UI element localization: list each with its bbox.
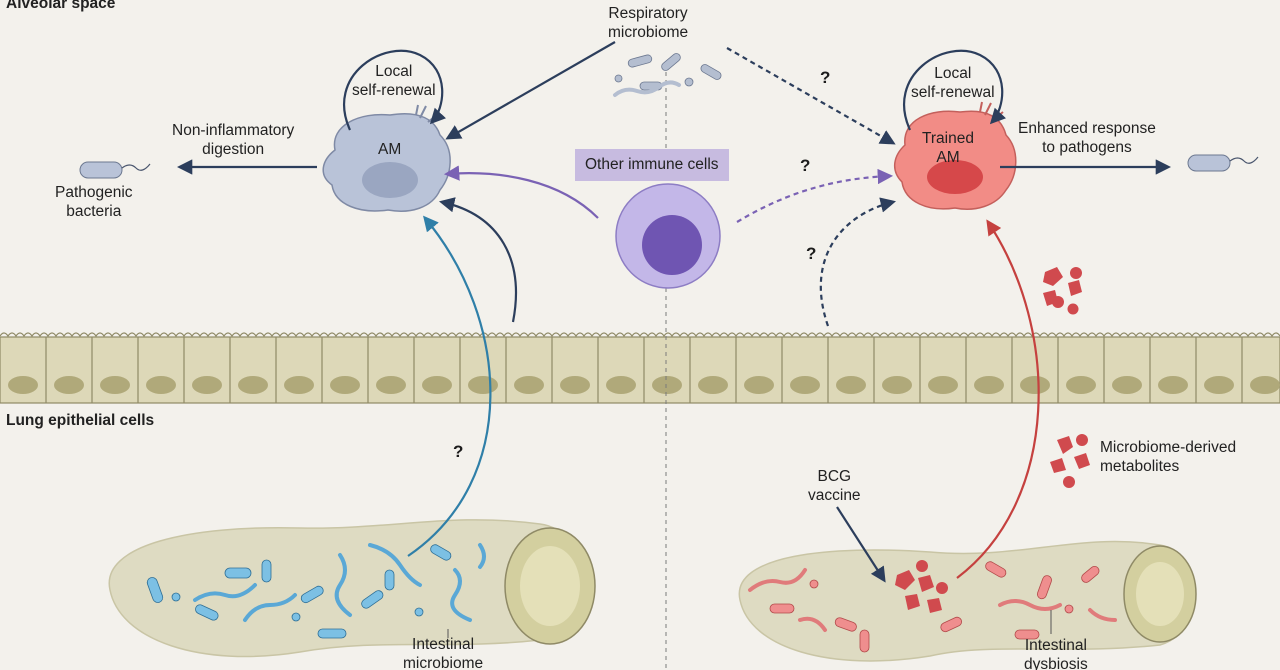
non-inflammatory-digestion-label: Non-inflammatory digestion xyxy=(172,122,295,158)
question-mark: ? xyxy=(806,244,817,263)
lymphocyte-icon xyxy=(615,183,721,289)
lung-epithelial-cells-label: Lung epithelial cells xyxy=(6,412,155,429)
intestinal-microbiome-label: Intestinal microbiome xyxy=(403,636,484,670)
filamentous-bacteria xyxy=(193,543,486,622)
lung-epithelium xyxy=(0,332,1280,404)
respiratory-bacteria xyxy=(614,53,722,91)
dysbiotic-bacteria xyxy=(769,561,1100,653)
intestine-icon-right xyxy=(738,540,1197,662)
metabolite-icon-cluster-lung xyxy=(1043,267,1082,315)
intestine-icon-left xyxy=(108,519,596,658)
respiratory-microbiome-label: Respiratory microbiome xyxy=(608,5,689,41)
respiratory-filament xyxy=(613,80,681,97)
arrows xyxy=(176,41,1172,583)
local-self-renewal-right-label: Local self-renewal xyxy=(911,65,995,101)
question-mark: ? xyxy=(820,68,831,87)
bacterium-icon-pathogen-right xyxy=(1187,154,1259,172)
bacterium-icon-pathogen-left xyxy=(79,161,151,179)
local-self-renewal-left-label: Local self-renewal xyxy=(352,63,436,99)
commensal-bacteria xyxy=(146,544,452,639)
alveolar-space-label: Alveolar space xyxy=(6,0,116,12)
macrophage-icon-trained-am xyxy=(894,101,1017,210)
trained-am-label: Trained AM xyxy=(922,130,974,166)
dysbiotic-filaments xyxy=(748,568,1117,632)
metabolite-icon-cluster-gut xyxy=(895,560,948,613)
am-label: AM xyxy=(378,141,402,158)
other-immune-cells-box: Other immune cells xyxy=(575,149,729,181)
question-mark: ? xyxy=(453,442,464,461)
intestinal-dysbiosis-label: Intestinal dysbiosis xyxy=(1024,637,1088,670)
macrophage-icon-am xyxy=(322,104,451,212)
question-mark: ? xyxy=(800,156,811,175)
enhanced-response-label: Enhanced response to pathogens xyxy=(1018,120,1156,156)
metabolite-icon-legend xyxy=(1050,434,1090,488)
microbiome-metabolites-label: Microbiome-derived metabolites xyxy=(1100,439,1237,475)
pathogenic-bacteria-label: Pathogenic bacteria xyxy=(55,184,133,220)
bcg-vaccine-label: BCG vaccine xyxy=(808,468,861,504)
